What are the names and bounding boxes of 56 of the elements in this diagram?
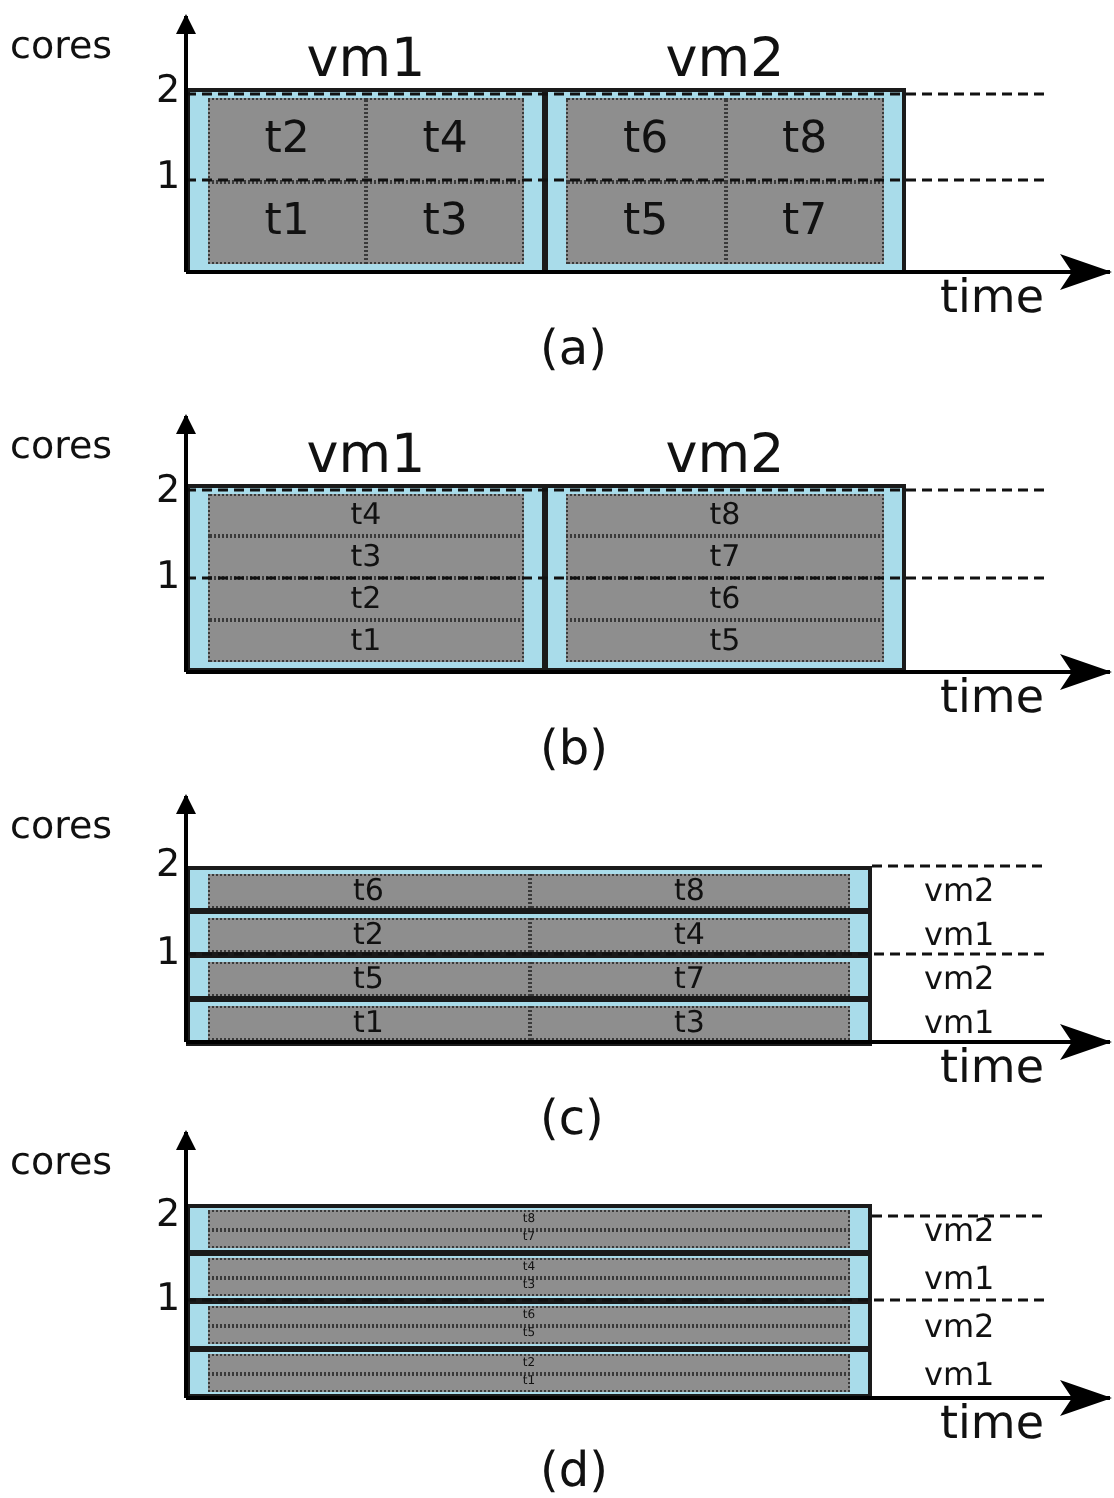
task-block: t6 (566, 578, 884, 620)
tick-label: 2 (156, 72, 181, 110)
task-block: t6 (208, 874, 529, 908)
vm-label: vm1 (924, 914, 995, 952)
task-block: t3 (208, 536, 524, 578)
task-block: t1 (208, 1006, 529, 1040)
tick-label: 1 (156, 1280, 181, 1318)
vm-label: vm1 (304, 423, 428, 488)
task-block: t8 (566, 494, 884, 536)
vm-label: vm2 (924, 870, 995, 908)
axis-label: time (940, 1402, 1044, 1448)
vm-label: vm2 (924, 958, 995, 996)
axis-label: cores (10, 808, 113, 846)
panel-label: (c) (540, 1094, 604, 1142)
task-block: t8 (725, 98, 884, 181)
task-block: t7 (725, 181, 884, 264)
vm-label: vm2 (663, 423, 787, 488)
task-block: t2 (208, 98, 366, 181)
panel-label: (d) (540, 1446, 608, 1494)
task-block: t5 (566, 620, 884, 662)
axis-label: cores (10, 1144, 113, 1182)
task-block: t5 (566, 181, 725, 264)
tick-label: 1 (156, 558, 181, 596)
task-block: t6 (566, 98, 725, 181)
panel-label: (a) (540, 324, 607, 372)
task-block: t8 (529, 874, 850, 908)
task-block: t4 (208, 494, 524, 536)
vm-label: vm1 (304, 27, 428, 92)
task-block: t1 (208, 181, 366, 264)
tick-label: 2 (156, 1196, 181, 1234)
axis-label: cores (10, 428, 113, 466)
panel-label: (b) (540, 724, 608, 772)
vm-label: vm2 (663, 27, 787, 92)
vm-label: vm1 (924, 1003, 995, 1041)
task-block: t4 (366, 98, 524, 181)
axis-label: cores (10, 28, 113, 66)
axis-label: time (940, 1046, 1044, 1092)
task-block: t1 (208, 620, 524, 662)
tick-label: 1 (156, 158, 181, 196)
task-block: t5 (208, 962, 529, 996)
task-block: t2 (208, 918, 529, 952)
task-block: t4 (529, 918, 850, 952)
axis-label: time (940, 276, 1044, 322)
task-block: t2 (208, 578, 524, 620)
axis-label: time (940, 676, 1044, 722)
task-block: t3 (529, 1006, 850, 1040)
tick-label: 2 (156, 846, 181, 884)
task-block: t3 (366, 181, 524, 264)
vm-label: vm2 (924, 1306, 995, 1344)
vm-label: vm2 (924, 1210, 995, 1248)
vm-label: vm1 (924, 1258, 995, 1296)
task-block: t7 (566, 536, 884, 578)
vm-label: vm1 (924, 1354, 995, 1392)
tick-label: 2 (156, 472, 181, 510)
task-block: t7 (529, 962, 850, 996)
tick-label: 1 (156, 934, 181, 972)
